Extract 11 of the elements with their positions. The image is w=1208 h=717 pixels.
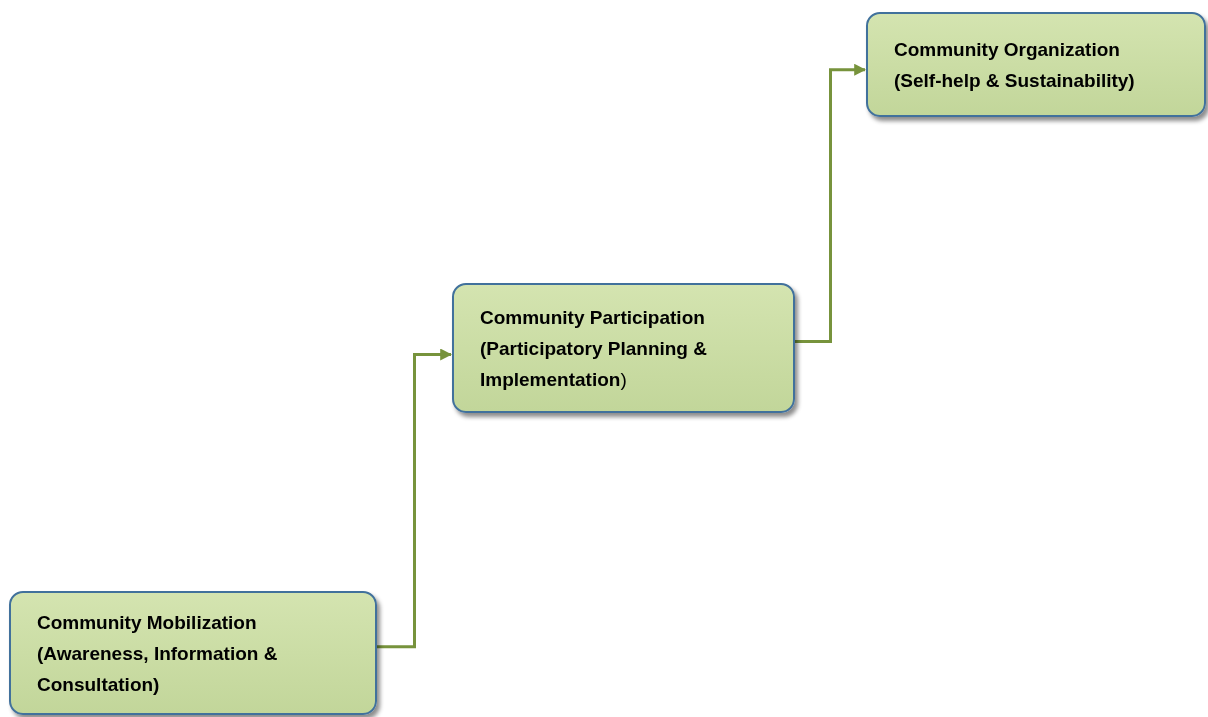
box-subtitle: (Participatory Planning & Implementation) xyxy=(480,336,708,392)
arrow xyxy=(377,348,453,649)
box-heading: Community Participation xyxy=(480,305,706,330)
process-box xyxy=(452,283,795,413)
box-heading: Community Mobilization xyxy=(37,610,258,635)
arrow xyxy=(795,63,867,343)
box-subtitle: (Self-help & Sustainability) xyxy=(894,68,1136,93)
box-subtitle: (Awareness, Information & Consultation) xyxy=(37,641,279,697)
box-heading: Community Organization xyxy=(894,37,1121,62)
process-box xyxy=(866,12,1206,117)
process-box xyxy=(9,591,377,715)
